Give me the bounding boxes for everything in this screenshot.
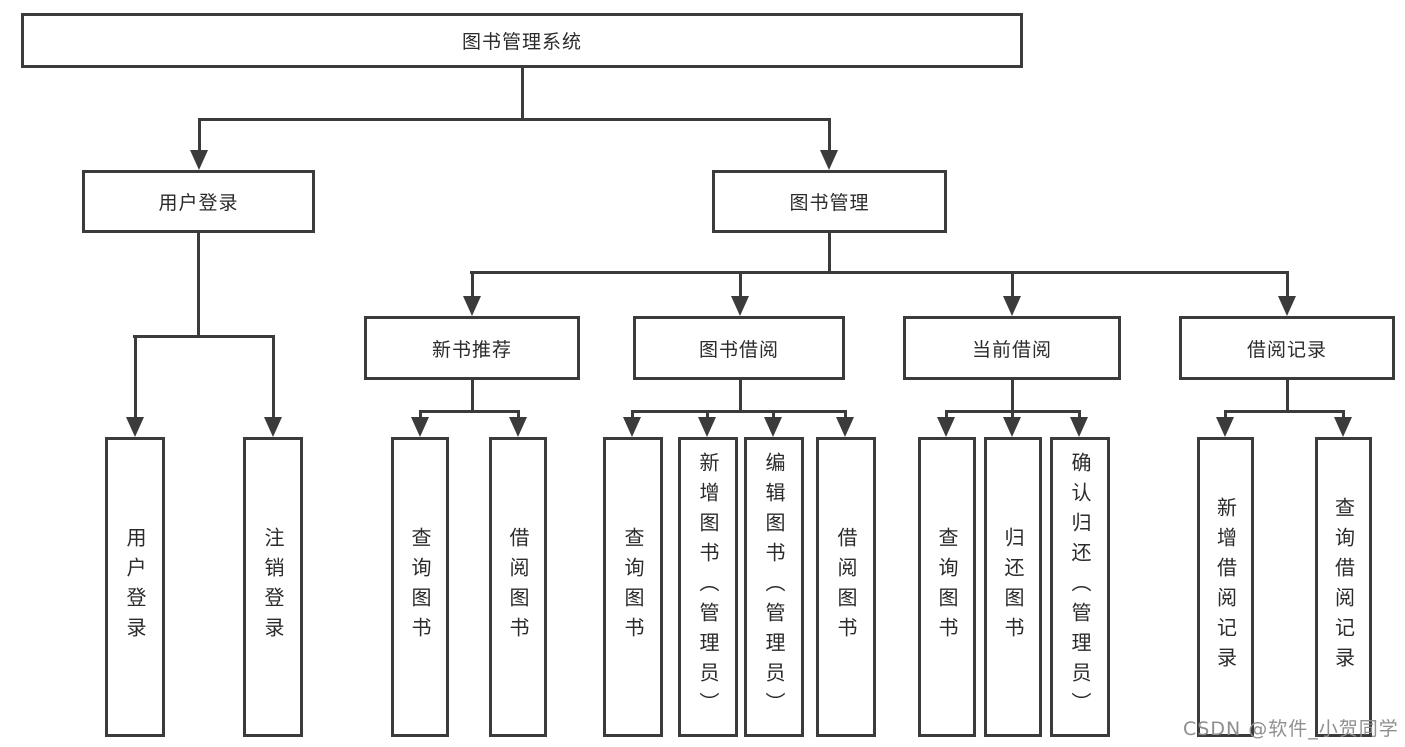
node-book-management: 图书管理	[712, 170, 947, 233]
leaf-query-books-borrowing: 查询图书	[603, 437, 663, 737]
node-label: 新书推荐	[431, 338, 512, 361]
connector-shaft	[706, 410, 709, 421]
leaf-edit-books-admin: 编辑图书（管理员）	[744, 437, 804, 737]
leaf-confirm-return-admin: 确认归还（管理员）	[1050, 437, 1110, 737]
leaf-add-books-admin: 新增图书（管理员）	[678, 437, 738, 737]
leaf-return-books: 归还图书	[984, 437, 1042, 737]
connector-shaft-leaf-logout	[272, 335, 275, 421]
node-borrow-records: 借阅记录	[1179, 316, 1395, 380]
arrow-down-icon	[126, 417, 144, 437]
connector-shaft	[517, 410, 520, 421]
arrow-down-icon	[190, 150, 208, 170]
connector-shaft-records	[1286, 271, 1289, 300]
connector-shaft	[844, 410, 847, 421]
arrow-down-icon	[509, 417, 527, 437]
connector-shaft-user-login	[198, 118, 201, 154]
leaf-label: 查询借阅记录	[1331, 497, 1356, 677]
connector-shaft-borrowing	[739, 271, 742, 300]
connector-user-login-branch	[133, 335, 275, 338]
node-label: 图书管理系统	[461, 31, 582, 53]
node-label: 当前借阅	[971, 338, 1052, 361]
node-label: 图书管理	[789, 192, 870, 214]
arrow-down-icon	[1216, 417, 1234, 437]
node-user-login: 用户登录	[82, 170, 315, 233]
arrow-down-icon	[1278, 296, 1296, 316]
arrow-down-icon	[1334, 417, 1352, 437]
arrow-down-icon	[937, 417, 955, 437]
arrow-down-icon	[764, 417, 782, 437]
connector-shaft	[1011, 410, 1014, 421]
connector-level2-branch	[198, 118, 831, 121]
leaf-label: 确认归还（管理员）	[1068, 452, 1092, 722]
connector-shaft	[1078, 410, 1081, 421]
leaf-query-books-current: 查询图书	[918, 437, 976, 737]
leaf-label: 编辑图书（管理员）	[762, 452, 786, 722]
node-current-borrowing: 当前借阅	[903, 316, 1121, 380]
leaf-query-borrow-record: 查询借阅记录	[1315, 437, 1372, 737]
connector-shaft	[419, 410, 422, 421]
leaf-label: 借阅图书	[834, 527, 858, 647]
arrow-down-icon	[731, 296, 749, 316]
connector-level3-branch	[470, 271, 1288, 274]
arrow-down-icon	[820, 150, 838, 170]
leaf-user-login: 用户登录	[105, 437, 165, 737]
connector-user-login-drop	[197, 233, 200, 335]
arrow-down-icon	[463, 296, 481, 316]
connector-shaft-leaf-user-login	[134, 335, 137, 421]
connector-root-drop	[521, 68, 524, 118]
leaf-borrow-books: 借阅图书	[816, 437, 876, 737]
leaf-borrow-books-recommend: 借阅图书	[489, 437, 547, 737]
node-label: 用户登录	[158, 192, 239, 214]
connector-shaft-current	[1011, 271, 1014, 300]
arrow-down-icon	[1003, 296, 1021, 316]
connector-borrowing-branch	[631, 410, 847, 413]
arrow-down-icon	[623, 417, 641, 437]
arrow-down-icon	[1070, 417, 1088, 437]
leaf-logout: 注销登录	[243, 437, 303, 737]
node-book-borrowing: 图书借阅	[633, 316, 845, 380]
leaf-label: 借阅图书	[506, 527, 530, 647]
leaf-label: 新增借阅记录	[1213, 497, 1238, 677]
connector-shaft	[1224, 410, 1227, 421]
leaf-label: 查询图书	[935, 527, 959, 647]
node-label: 借阅记录	[1246, 338, 1327, 361]
arrow-down-icon	[836, 417, 854, 437]
connector-shaft	[772, 410, 775, 421]
leaf-label: 用户登录	[123, 527, 147, 647]
csdn-watermark: CSDN @软件_小贺同学	[1183, 718, 1399, 740]
connector-shaft-book-mgmt	[828, 118, 831, 154]
arrow-down-icon	[698, 417, 716, 437]
connector-new-book-branch	[419, 410, 520, 413]
leaf-label: 查询图书	[621, 527, 645, 647]
leaf-label: 新增图书（管理员）	[696, 452, 720, 722]
arrow-down-icon	[1003, 417, 1021, 437]
leaf-add-borrow-record: 新增借阅记录	[1197, 437, 1254, 737]
connector-new-book-drop	[471, 380, 474, 410]
leaf-label: 归还图书	[1001, 527, 1025, 647]
connector-records-drop	[1286, 380, 1289, 410]
node-new-book-recommend: 新书推荐	[364, 316, 580, 380]
connector-borrowing-drop	[739, 380, 742, 410]
leaf-label: 查询图书	[408, 527, 432, 647]
connector-shaft	[631, 410, 634, 421]
node-root-library-system: 图书管理系统	[21, 13, 1023, 68]
connector-shaft	[1342, 410, 1345, 421]
node-label: 图书借阅	[698, 338, 779, 361]
connector-book-mgmt-drop	[828, 233, 831, 271]
arrow-down-icon	[411, 417, 429, 437]
connector-shaft	[945, 410, 948, 421]
leaf-label: 注销登录	[261, 527, 285, 647]
arrow-down-icon	[264, 417, 282, 437]
leaf-query-books-recommend: 查询图书	[391, 437, 449, 737]
connector-records-branch	[1224, 410, 1344, 413]
connector-shaft-new-book	[471, 271, 474, 300]
connector-current-drop	[1011, 380, 1014, 410]
